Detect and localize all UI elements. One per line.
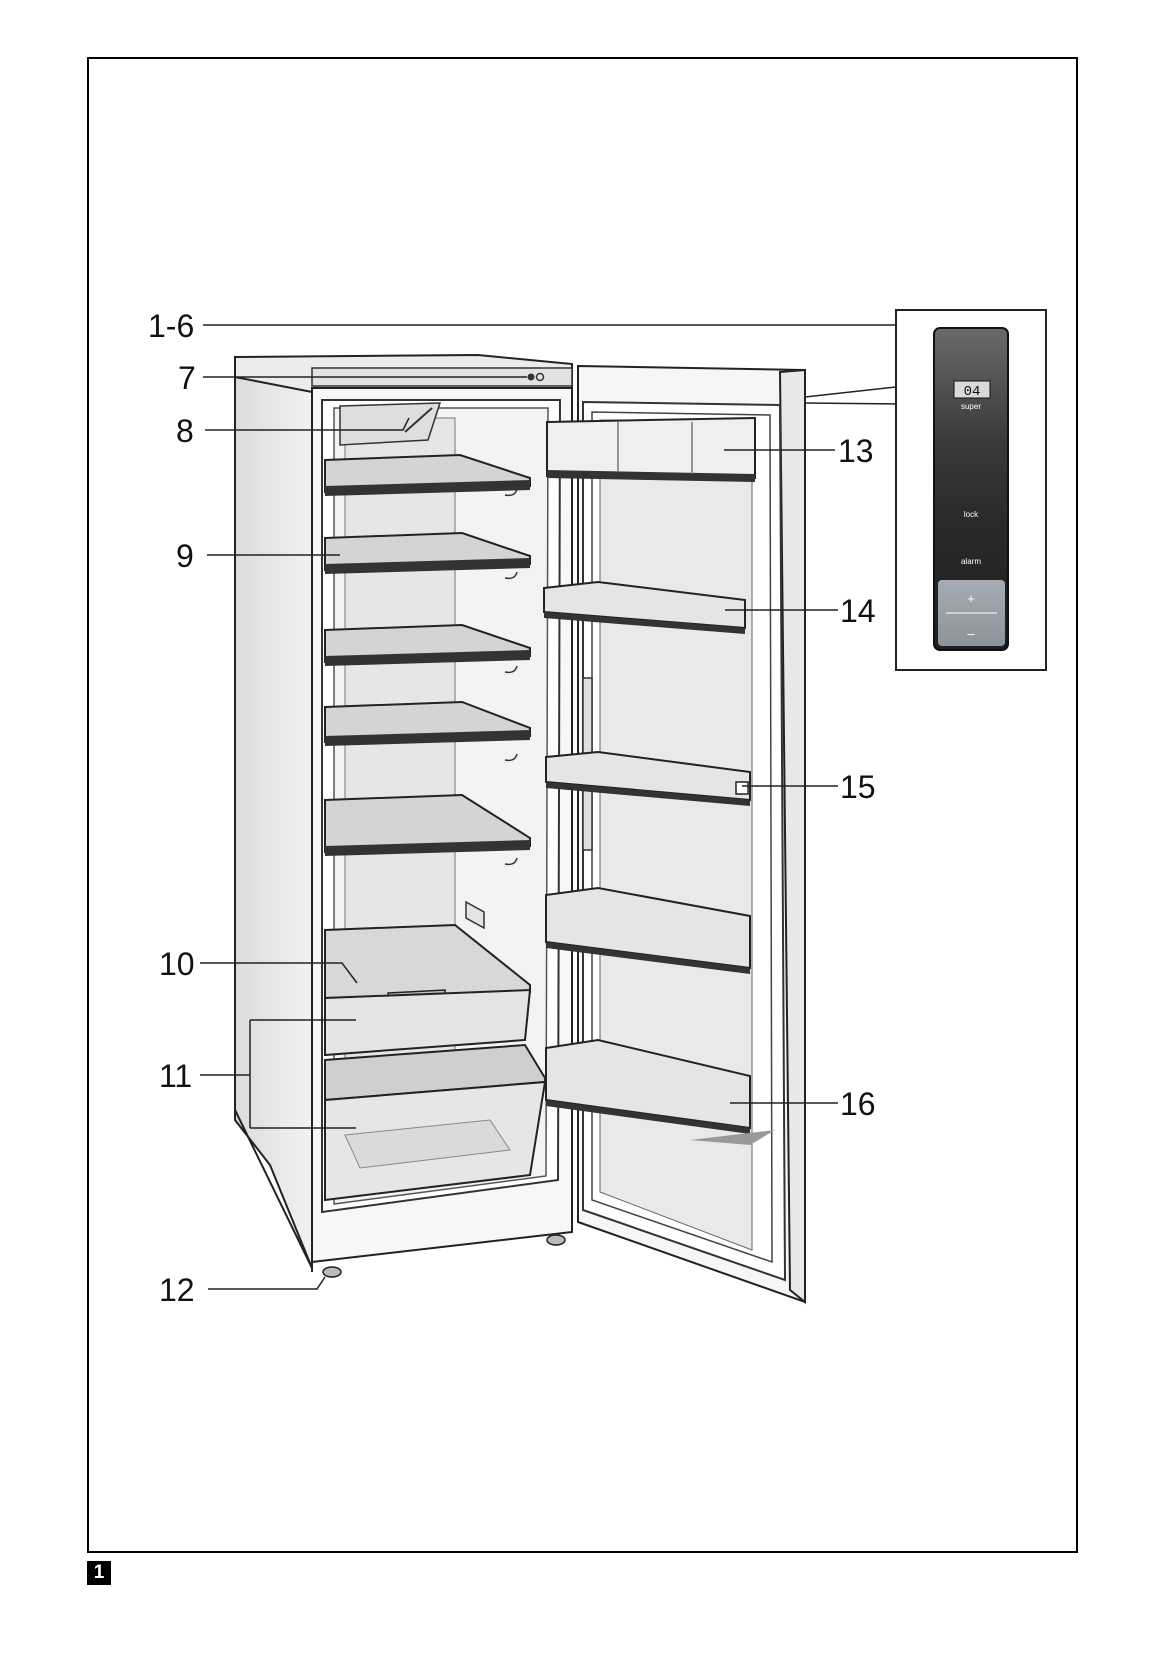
- glass-shelf: [324, 453, 531, 497]
- vegetable-drawers: [324, 923, 547, 1202]
- glass-shelf: [324, 531, 531, 580]
- alarm-label: alarm: [961, 557, 981, 566]
- super-label: super: [961, 402, 981, 411]
- callout-16: 16: [840, 1086, 876, 1122]
- door-shelf: [543, 580, 746, 634]
- callout-15: 15: [840, 769, 876, 805]
- control-panel-inset: 04 super lock alarm + –: [804, 309, 1047, 671]
- callout-7: 7: [178, 360, 196, 396]
- callout-10: 10: [159, 946, 195, 982]
- door-compartment-top: [546, 416, 756, 482]
- temperature-display-value: 04: [964, 384, 981, 400]
- callout-11: 11: [159, 1058, 192, 1094]
- callout-1-6: 1-6: [148, 308, 194, 344]
- glass-shelf: [324, 700, 531, 762]
- door-shelves: [543, 416, 775, 1145]
- leader-lines: [200, 324, 896, 1290]
- glass-shelves: [324, 453, 531, 930]
- callout-12: 12: [159, 1272, 195, 1308]
- lock-label: lock: [964, 510, 979, 519]
- callout-13: 13: [838, 433, 874, 469]
- minus-button-label: –: [967, 626, 975, 641]
- height-adjustable-feet: [322, 1234, 566, 1278]
- temperature-display: [953, 380, 991, 399]
- figure-frame: [87, 57, 1078, 1553]
- callout-14: 14: [840, 593, 876, 629]
- control-panel: [933, 327, 1009, 651]
- door-shelf: [545, 750, 751, 806]
- glass-shelf: [324, 793, 531, 866]
- plus-button-label: +: [967, 591, 975, 606]
- figure-number-badge: 1: [87, 1561, 111, 1585]
- callout-8: 8: [176, 413, 194, 449]
- fridge-door: [577, 364, 807, 1305]
- door-shelf: [545, 886, 751, 974]
- glass-shelf: [324, 623, 531, 674]
- bottle-shelf: [545, 1038, 775, 1145]
- callout-labels: 1-6 7 8 9 10 11 12 13 14 15 16: [148, 308, 876, 1308]
- callout-9: 9: [176, 538, 194, 574]
